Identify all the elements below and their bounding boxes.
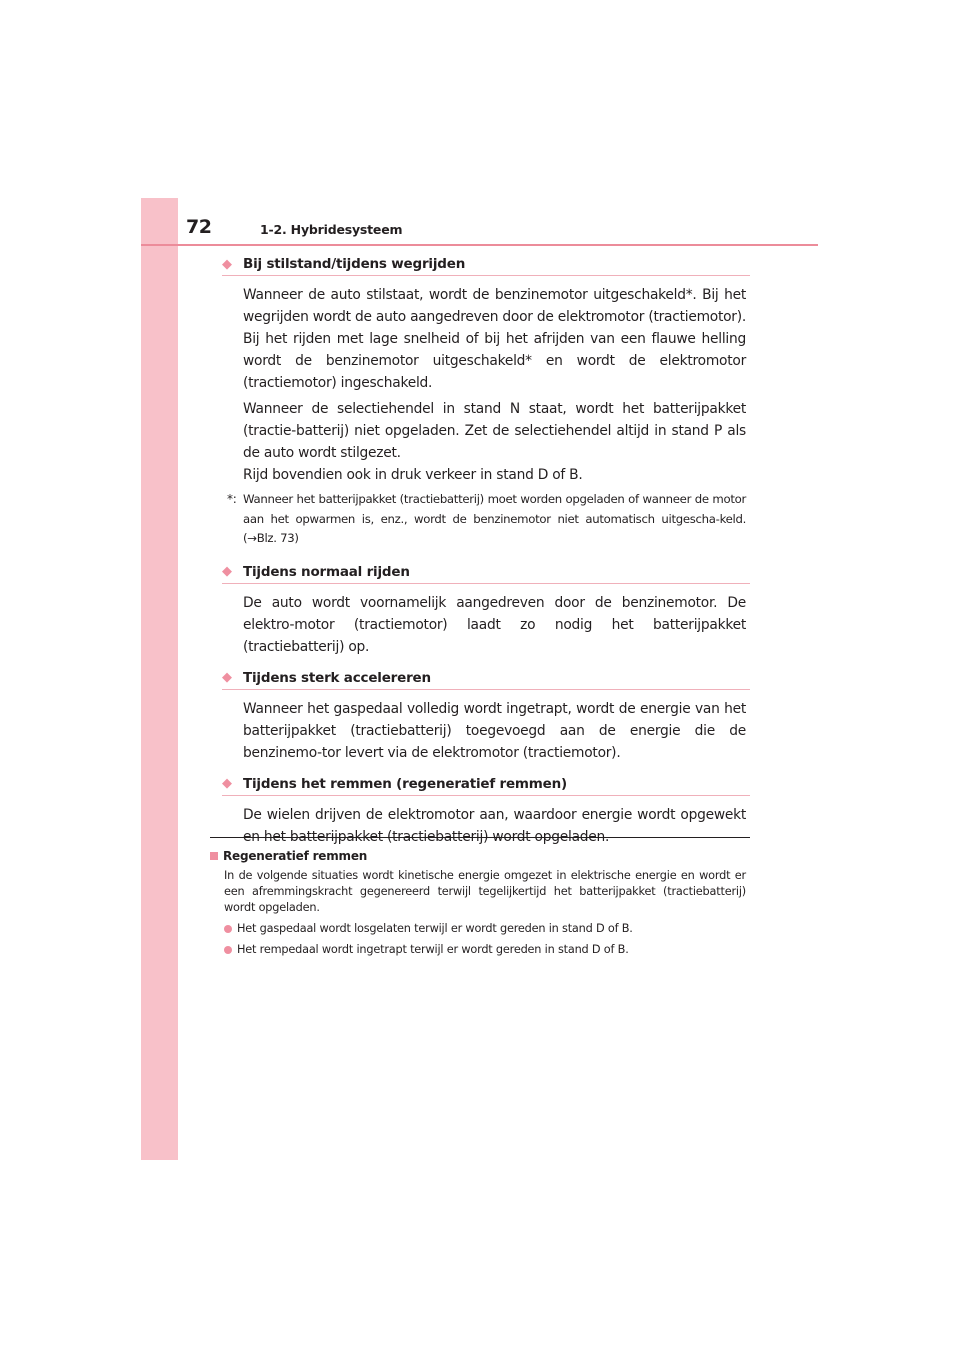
header-rule <box>141 244 818 246</box>
paragraph: De wielen drijven de elektromotor aan, w… <box>243 806 746 845</box>
diamond-icon: ◆ <box>222 256 232 272</box>
footnote-text: Wanneer het batterijpakket (tractiebatte… <box>243 492 746 545</box>
page-number: 72 <box>186 216 212 238</box>
footnote-mark: *: <box>227 492 237 506</box>
paragraph: Wanneer de selectiehendel in stand N sta… <box>243 401 746 461</box>
subsection-braking: ◆ Tijdens het remmen (regeneratief remme… <box>222 773 750 848</box>
subsection-heading: ◆ Tijdens sterk accelereren <box>222 667 750 690</box>
subsection-heading: ◆ Tijdens het remmen (regeneratief remme… <box>222 773 750 796</box>
paragraph: De auto wordt voornamelijk aangedreven d… <box>243 594 746 655</box>
section-title: 1-2. Hybridesysteem <box>260 222 403 237</box>
bullet-dot-icon <box>224 946 232 954</box>
subsection-heading: ◆ Bij stilstand/tijdens wegrijden <box>222 253 750 276</box>
subsection-normal-driving: ◆ Tijdens normaal rijden De auto wordt v… <box>222 561 750 658</box>
list-item: Het rempedaal wordt ingetrapt terwijl er… <box>210 942 746 958</box>
subsection-standstill: ◆ Bij stilstand/tijdens wegrijden Wannee… <box>222 253 750 549</box>
footnote: *: Wanneer het batterijpakket (tractieba… <box>222 490 750 549</box>
note-divider <box>210 837 750 838</box>
note-title: Regeneratief remmen <box>223 849 368 863</box>
diamond-icon: ◆ <box>222 776 232 791</box>
note-body: In de volgende situaties wordt kinetisch… <box>224 869 746 914</box>
subsection-title: Bij stilstand/tijdens wegrijden <box>243 256 466 272</box>
chapter-sidebar-band <box>141 198 178 1160</box>
list-item-text: Het gaspedaal wordt losgelaten terwijl e… <box>237 922 633 935</box>
bullet-dot-icon <box>224 925 232 933</box>
note-block: Regeneratief remmen In de volgende situa… <box>210 846 746 958</box>
paragraph: Rijd bovendien ook in druk verkeer in st… <box>243 467 583 483</box>
paragraph: Wanneer het gaspedaal volledig wordt ing… <box>243 700 746 761</box>
subsection-hard-acceleration: ◆ Tijdens sterk accelereren Wanneer het … <box>222 667 750 764</box>
note-heading: Regeneratief remmen <box>210 846 746 866</box>
subsection-title: Tijdens het remmen (regeneratief remmen) <box>243 775 567 792</box>
subsection-title: Tijdens normaal rijden <box>243 563 410 580</box>
subsection-heading: ◆ Tijdens normaal rijden <box>222 561 750 584</box>
subsection-title: Tijdens sterk accelereren <box>243 669 431 686</box>
list-item: Het gaspedaal wordt losgelaten terwijl e… <box>210 921 746 937</box>
main-content: ◆ Bij stilstand/tijdens wegrijden Wannee… <box>222 253 750 848</box>
diamond-icon: ◆ <box>222 564 232 579</box>
paragraph: Wanneer de auto stilstaat, wordt de benz… <box>243 287 746 391</box>
diamond-icon: ◆ <box>222 670 232 685</box>
list-item-text: Het rempedaal wordt ingetrapt terwijl er… <box>237 943 629 956</box>
square-bullet-icon <box>210 852 218 860</box>
